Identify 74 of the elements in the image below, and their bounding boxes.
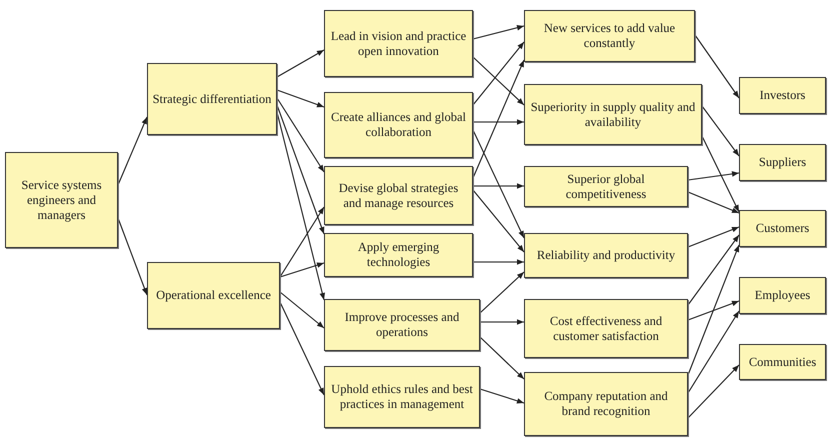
arrow xyxy=(280,292,324,328)
box-label: Cost effectiveness and customer satisfaction xyxy=(548,314,664,344)
arrow xyxy=(472,42,524,106)
arrow xyxy=(480,319,524,325)
arrow xyxy=(688,364,740,418)
box-label: Investors xyxy=(760,88,806,103)
box-label: Employees xyxy=(754,288,810,303)
box-label: Customers xyxy=(756,221,810,236)
process-box xyxy=(524,84,702,145)
box-label: Lead in vision and practice open innovation xyxy=(330,28,468,58)
process-box xyxy=(739,77,826,114)
process-box xyxy=(739,277,826,314)
process-box xyxy=(5,152,118,248)
process-box xyxy=(324,299,480,351)
arrow xyxy=(688,171,740,181)
arrow xyxy=(687,244,740,376)
arrow xyxy=(280,262,324,278)
arrow xyxy=(276,98,324,172)
process-box xyxy=(324,92,473,158)
arrow xyxy=(472,130,524,238)
arrow xyxy=(480,388,524,404)
box-label: Communities xyxy=(748,354,816,370)
box-label: Create alliances and global collaboration xyxy=(330,110,467,140)
arrow xyxy=(117,218,148,296)
arrow xyxy=(473,183,524,189)
arrow xyxy=(702,106,740,156)
arrow xyxy=(688,310,740,394)
box-label: Suppliers xyxy=(758,155,806,170)
arrow xyxy=(472,190,524,252)
arrow xyxy=(118,116,148,186)
arrow xyxy=(688,234,740,306)
box-label: Company reputation and brand recognition xyxy=(543,389,669,419)
arrow xyxy=(276,104,325,234)
box-label: Apply emerging technologies xyxy=(356,240,440,270)
arrow xyxy=(480,272,524,314)
box-label: Superiority in supply quality and availability xyxy=(530,100,696,130)
box-label: Uphold ethics rules and best practices in management xyxy=(330,382,474,412)
arrow xyxy=(472,60,524,178)
arrow xyxy=(280,206,324,278)
box-label: Strategic differentiation xyxy=(152,92,272,106)
process-box xyxy=(739,144,826,181)
box-label: Superior global competitiveness xyxy=(564,172,648,202)
arrow xyxy=(702,136,740,212)
arrow xyxy=(694,34,740,98)
arrow xyxy=(276,89,324,108)
box-label: New services to add value constantly xyxy=(542,21,676,51)
process-box xyxy=(524,166,688,207)
arrow xyxy=(276,50,324,78)
arrow xyxy=(688,192,740,214)
arrow xyxy=(688,226,740,248)
process-box xyxy=(524,299,688,358)
box-label: Service systems engineers and managers xyxy=(20,178,103,222)
box-label: Reliability and productivity xyxy=(536,248,676,263)
process-box xyxy=(324,233,473,277)
process-box xyxy=(324,10,473,77)
box-label: Improve processes and operations xyxy=(344,310,460,340)
arrow xyxy=(480,336,524,380)
process-box xyxy=(524,233,688,278)
arrow xyxy=(472,25,524,40)
arrow xyxy=(473,259,524,265)
process-box xyxy=(739,344,826,380)
process-box xyxy=(324,166,473,225)
process-box xyxy=(739,210,826,247)
arrow xyxy=(472,56,524,106)
process-box xyxy=(147,262,280,329)
arrow xyxy=(688,300,740,321)
process-box xyxy=(524,10,695,62)
process-box xyxy=(147,63,277,135)
box-label: Devise global strategies and manage resources xyxy=(338,180,460,210)
process-box xyxy=(524,372,688,436)
box-label: Operational excellence xyxy=(156,288,271,303)
arrow xyxy=(473,119,524,125)
arrow xyxy=(280,302,324,396)
process-box xyxy=(324,366,480,428)
